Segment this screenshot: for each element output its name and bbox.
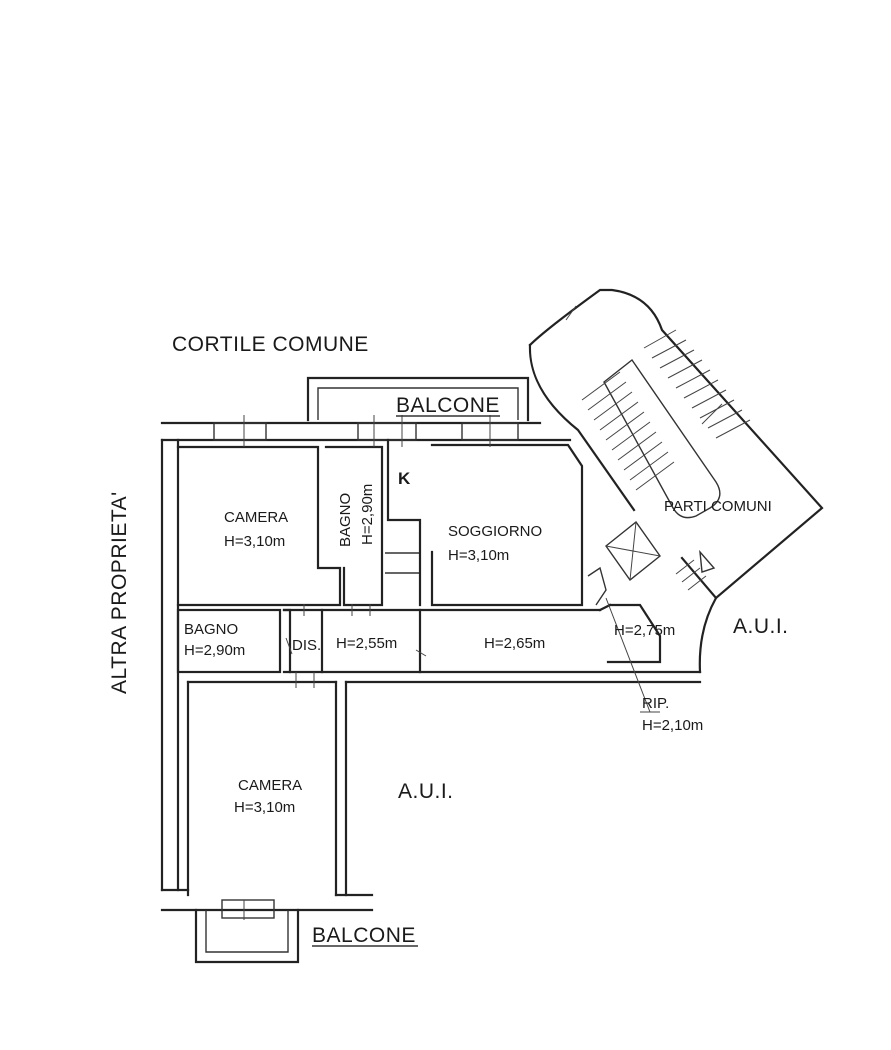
room-labels: CORTILE COMUNE BALCONE ALTRA PROPRIETA' … — [108, 333, 789, 947]
stairwell — [528, 288, 824, 713]
label-camera-top-height: H=3,10m — [224, 533, 285, 550]
label-entry-height: H=2,75m — [614, 622, 675, 639]
label-corridor-height-1: H=2,55m — [336, 635, 397, 652]
label-kitchen: K — [398, 469, 411, 488]
label-aui-right: A.U.I. — [733, 615, 789, 638]
balcony-bottom — [194, 899, 300, 964]
label-camera-bottom: CAMERA — [238, 777, 302, 794]
label-camera-bottom-height: H=3,10m — [234, 799, 295, 816]
label-camera-top: CAMERA — [224, 509, 288, 526]
label-bagno-vertical: BAGNO — [337, 493, 354, 547]
label-balcone-bottom: BALCONE — [312, 924, 416, 947]
balcony-top — [306, 376, 530, 422]
label-rip-height: H=2,10m — [642, 717, 703, 734]
label-cortile-comune: CORTILE COMUNE — [172, 333, 369, 356]
label-bagno-small-height: H=2,90m — [184, 642, 245, 659]
label-dis: DIS. — [292, 637, 321, 654]
label-bagno-vertical-height: H=2,90m — [359, 484, 376, 545]
label-aui-center: A.U.I. — [398, 780, 454, 803]
interior-walls — [160, 438, 702, 912]
label-soggiorno: SOGGIORNO — [448, 523, 542, 540]
door-markers — [243, 415, 491, 920]
label-balcone-top: BALCONE — [396, 394, 500, 417]
label-parti-comuni: PARTI COMUNI — [664, 498, 772, 515]
label-bagno-small: BAGNO — [184, 621, 238, 638]
label-rip: RIP. — [642, 695, 669, 712]
label-soggiorno-height: H=3,10m — [448, 547, 509, 564]
label-corridor-height-2: H=2,65m — [484, 635, 545, 652]
elevator — [605, 520, 661, 582]
label-altra-proprieta: ALTRA PROPRIETA' — [108, 491, 131, 694]
